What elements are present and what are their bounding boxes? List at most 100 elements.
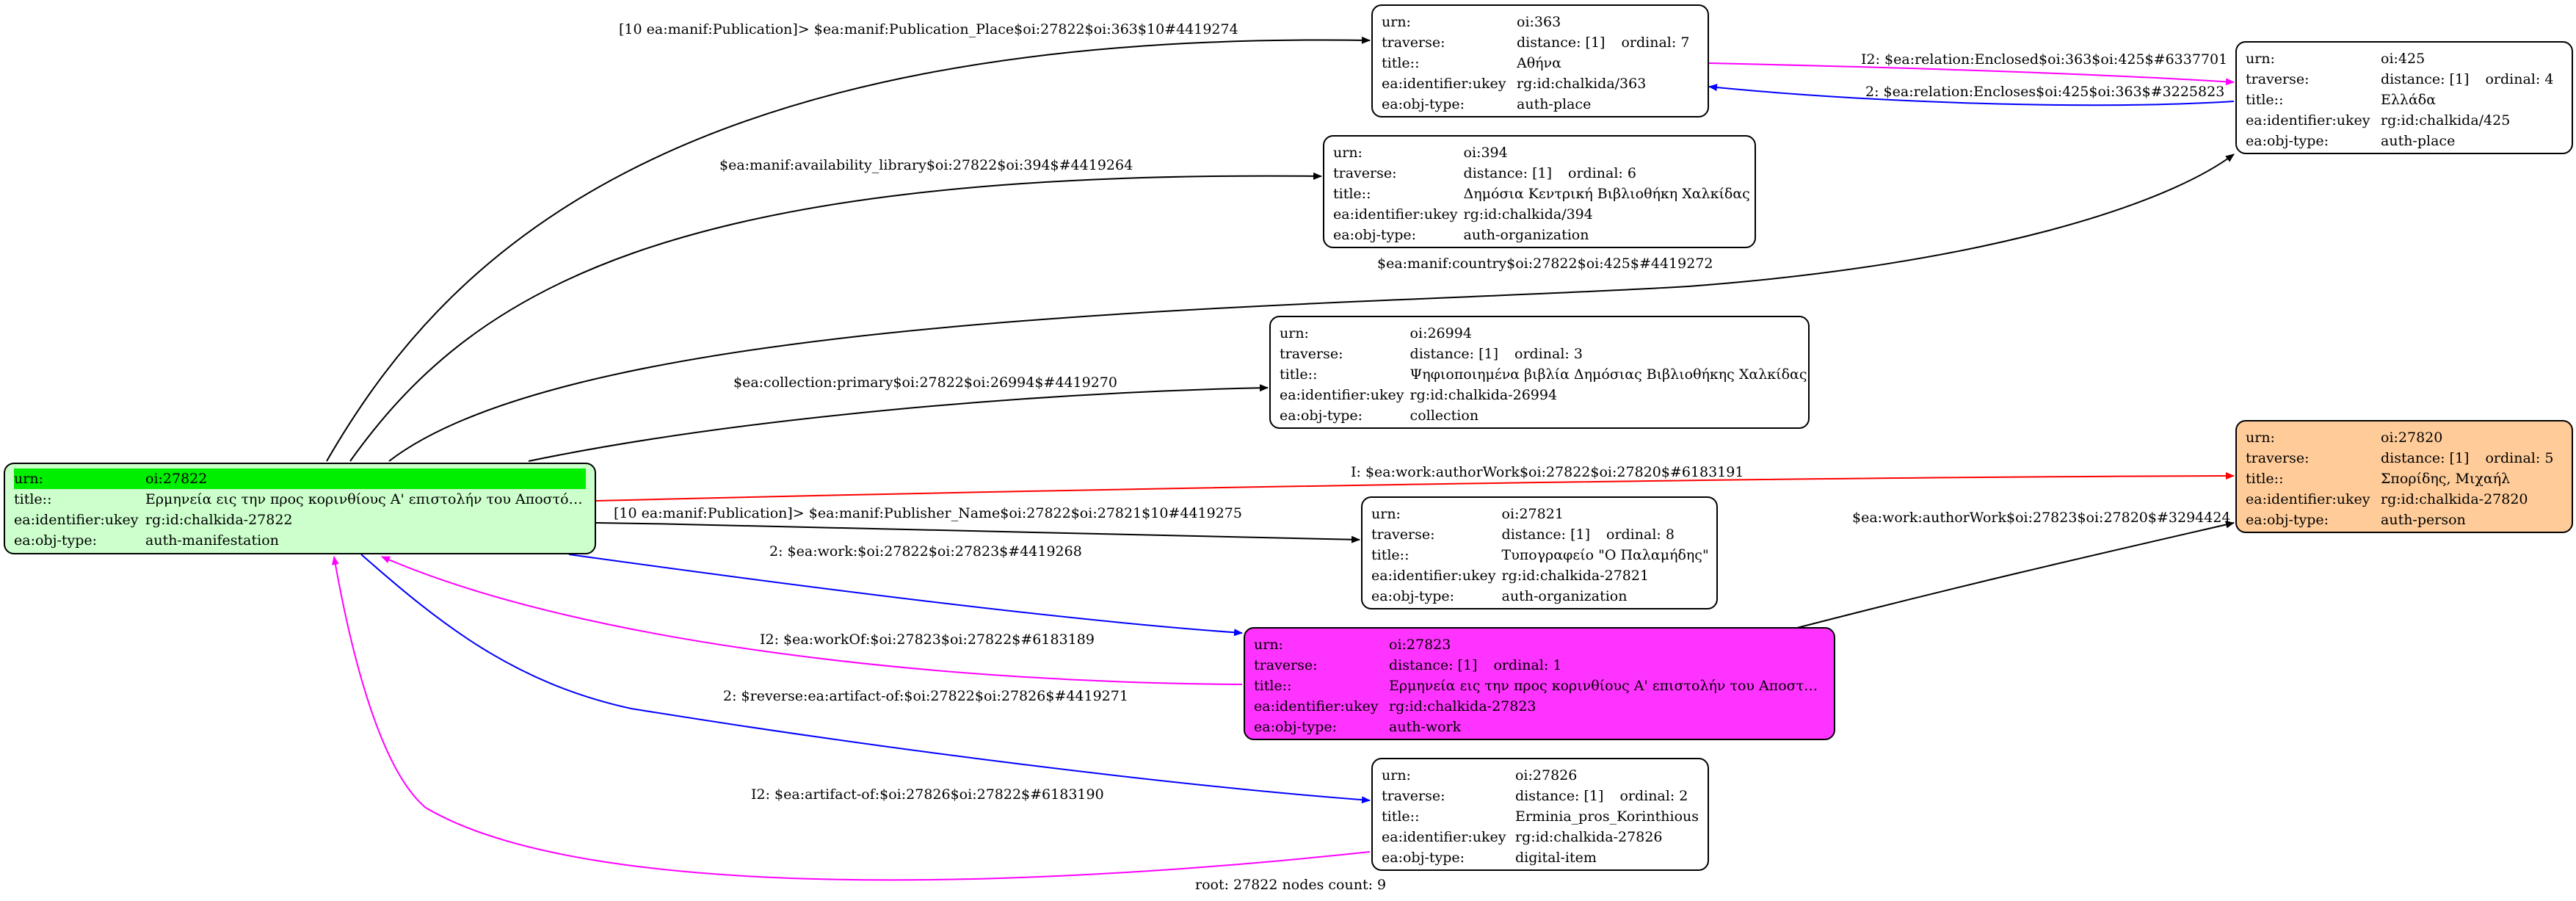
urn-value: oi:394 — [1463, 145, 1508, 161]
title-value: Erminia_pros_Korinthious — [1514, 808, 1699, 825]
objtype-key: ea:obj-type: — [1382, 850, 1465, 866]
title-value: Τυπογραφείο "Ο Παλαμήδης" — [1501, 547, 1709, 563]
traverse-key: traverse: — [1254, 657, 1318, 673]
edge-27826-27822 — [331, 556, 1371, 881]
title-key: title:: — [1371, 547, 1409, 563]
ordinal-label: ordinal: — [1619, 788, 1675, 804]
node-row-objtype: ea:obj-type:auth-organization — [1371, 586, 1709, 607]
edge-label-27822-394: $ea:manif:availability_library$oi:27822$… — [719, 157, 1133, 173]
node-27821[interactable]: urn: oi:27821 traverse:distance: [1]ordina… — [1361, 496, 1718, 609]
node-row-objtype: ea:obj-type:auth-work — [1254, 717, 1825, 737]
objtype-key: ea:obj-type: — [2246, 133, 2329, 149]
objtype-key: ea:obj-type: — [14, 532, 98, 549]
title-text: Ερμηνεία εις την προς κορινθίους Α' επισ… — [1389, 678, 1822, 694]
distance-value: [1] — [2449, 450, 2470, 466]
node-row-title: title::Τυπογραφείο "Ο Παλαμήδης" — [1371, 545, 1709, 565]
ukey-key: ea:identifier:ukey — [1254, 698, 1379, 714]
edge-27822-27821 — [595, 522, 1360, 543]
objtype-value: digital-item — [1514, 850, 1597, 866]
traverse-value: distance: [1]ordinal: 1 — [1389, 655, 1825, 676]
node-row-title: title::Αθήνα — [1382, 53, 1699, 73]
objtype-key: ea:obj-type: — [1254, 719, 1338, 735]
node-row-title: title::Ελλάδα — [2246, 90, 2563, 110]
urn-key: urn: — [2246, 430, 2275, 446]
ordinal-label: ordinal: — [1493, 657, 1549, 673]
distance-label: distance: — [1389, 657, 1454, 673]
node-27822[interactable]: urn: oi:27822 title:: Ερμηνεία εις την π… — [4, 463, 596, 554]
title-value: Δημόσια Κεντρική Βιβλιοθήκη Χαλκίδας — [1463, 186, 1750, 202]
node-row-title: title::Ερμηνεία εις την προς κορινθίους … — [1254, 676, 1825, 696]
urn-value: oi:363 — [1517, 14, 1561, 30]
distance-label: distance: — [1463, 165, 1528, 181]
ukey-key: ea:identifier:ukey — [14, 512, 139, 528]
edge-label-27822-27826: 2: $reverse:ea:artifact-of:$oi:27822$oi:… — [723, 688, 1128, 704]
node-row-ukey: ea:identifier:ukey rg:id:chalkida-26994 — [1280, 385, 1807, 405]
edge-label-27823-27820: $ea:work:authorWork$oi:27823$oi:27820$#3… — [1852, 510, 2231, 526]
distance-label: distance: — [2381, 450, 2445, 466]
urn-value: oi:27821 — [1501, 506, 1564, 522]
distance-value: [1] — [1532, 165, 1552, 181]
graph-footer: root: 27822 nodes count: 9 — [1195, 877, 1387, 893]
node-row-objtype: ea:obj-type:auth-person — [2246, 510, 2563, 530]
node-row-urn: urn:oi:394 — [1333, 142, 1750, 163]
ukey-value: rg:id:chalkida-26994 — [1409, 387, 1558, 403]
node-row-traverse: traverse:distance: [1]ordinal: 8 — [1371, 524, 1709, 545]
objtype-value: auth-place — [1517, 96, 1592, 112]
distance-value: [1] — [1457, 657, 1478, 673]
urn-key: urn: — [14, 468, 145, 489]
edge-27822-27823 — [568, 554, 1243, 637]
edge-label-27822-26994: $ea:collection:primary$oi:27822$oi:26994… — [733, 374, 1117, 391]
node-row-traverse: traverse:distance: [1]ordinal: 4 — [2246, 69, 2563, 90]
edge-27822-27820 — [595, 472, 2235, 502]
ukey-key: ea:identifier:ukey — [1280, 387, 1404, 403]
title-value: Αθήνα — [1517, 55, 1561, 71]
node-row-urn: urn: oi:27821 — [1371, 504, 1709, 524]
objtype-key: ea:obj-type: — [1280, 408, 1363, 424]
traverse-value: distance: [1]ordinal: 5 — [2381, 448, 2563, 468]
urn-value: oi:27823 — [1389, 637, 1451, 653]
title-value: Ελλάδα — [2381, 92, 2437, 108]
edge-27823-27820 — [1796, 521, 2235, 629]
title-value: Ερμηνεία εις την προς κορινθίους Α' επισ… — [145, 491, 586, 507]
objtype-value: auth-person — [2381, 512, 2466, 528]
node-27822-urn-row: urn: oi:27822 — [14, 468, 586, 489]
edge-label-27823-27822: I2: $ea:workOf:$oi:27823$oi:27822$#61831… — [760, 632, 1095, 648]
edge-label-27822-27821: [10 ea:manif:Publication]> $ea:manif:Pub… — [614, 505, 1242, 521]
edge-label-27822-27823: 2: $ea:work:$oi:27822$oi:27823$#4419268 — [769, 543, 1082, 560]
title-value: Ψηφιοποιημένα βιβλία Δημόσιας Βιβλιοθήκη… — [1409, 366, 1807, 383]
urn-key: urn: — [1371, 506, 1401, 522]
traverse-value: distance: [1]ordinal: 4 — [2381, 69, 2563, 90]
node-row-traverse: traverse:distance: [1]ordinal: 7 — [1382, 32, 1699, 53]
title-key: title:: — [1280, 366, 1318, 383]
distance-label: distance: — [1501, 527, 1567, 543]
ukey-value: rg:id:chalkida-27826 — [1514, 829, 1663, 845]
ukey-value: rg:id:chalkida/425 — [2381, 112, 2511, 129]
ukey-value: rg:id:chalkida/363 — [1517, 76, 1647, 92]
node-row-traverse: traverse:distance: [1]ordinal: 5 — [2246, 448, 2563, 468]
objtype-value: auth-manifestation — [145, 532, 279, 549]
ukey-value: rg:id:chalkida-27821 — [1501, 568, 1650, 584]
traverse-key: traverse: — [1280, 346, 1343, 362]
distance-value: [1] — [1583, 788, 1604, 804]
urn-value: oi:27822 — [145, 468, 586, 489]
node-row-urn: urn:oi:425 — [2246, 48, 2563, 69]
objtype-key: ea:obj-type: — [1333, 227, 1417, 243]
distance-label: distance: — [1517, 35, 1581, 51]
edge-label-27822-363: [10 ea:manif:Publication]> $ea:manif:Pub… — [619, 21, 1238, 37]
ordinal-value: 7 — [1680, 35, 1690, 51]
node-row-traverse: traverse:distance: [1]ordinal: 6 — [1333, 163, 1750, 184]
distance-label: distance: — [1514, 788, 1580, 804]
node-row-traverse: traverse:distance: [1]ordinal: 1 — [1254, 655, 1825, 676]
ukey-key: ea:identifier:ukey — [2246, 112, 2370, 129]
